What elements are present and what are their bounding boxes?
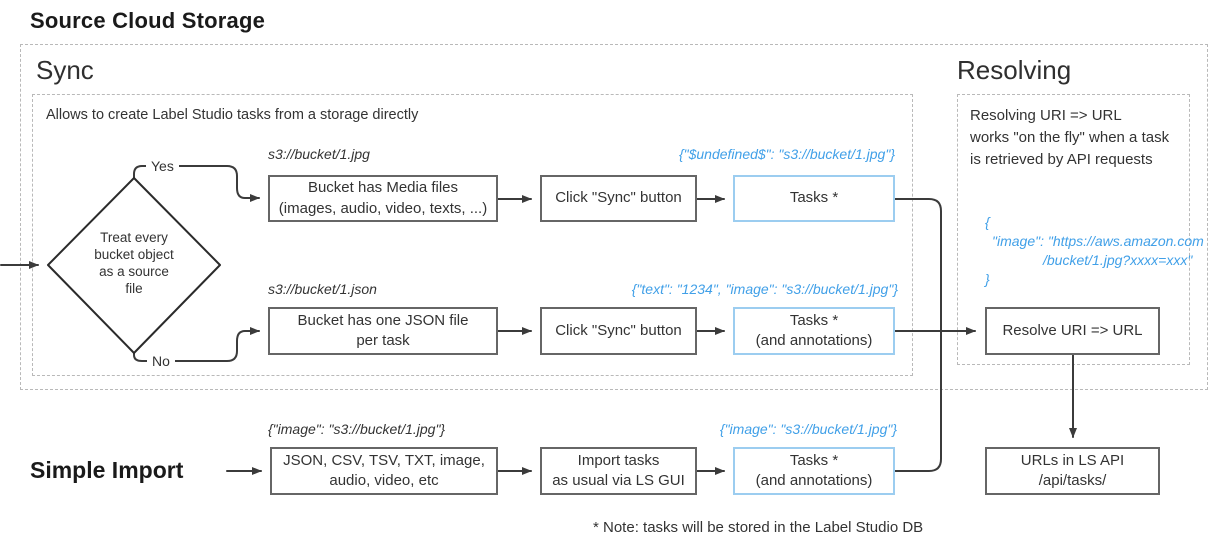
import-formats-line2: audio, video, etc — [329, 472, 439, 489]
import-tasks-line1: Import tasks — [577, 451, 660, 469]
resolving-description-line3: is retrieved by API requests — [970, 151, 1153, 168]
resolved-json-snippet: { "image": "https://aws.amazon.com /buck… — [985, 213, 1204, 289]
tasks-box-1-line1: Tasks * — [789, 189, 839, 207]
no-branch-label: No — [147, 352, 175, 370]
tasks-box-2-line1: Tasks * — [789, 311, 839, 329]
footnote: * Note: tasks will be stored in the Labe… — [593, 519, 924, 536]
bucket-json-line2: per task — [356, 332, 410, 349]
resolved-json-line1: { — [985, 214, 990, 230]
click-sync-label-2: Click "Sync" button — [555, 321, 682, 339]
resolve-uri-label: Resolve URI => URL — [1002, 321, 1143, 339]
urls-in-ls-api-box: URLs in LS API /api/tasks/ — [985, 447, 1160, 495]
no-branch-arrow — [133, 327, 260, 362]
yes-branch-label: Yes — [146, 157, 179, 175]
resolving-description-line1: Resolving URI => URL — [970, 107, 1122, 124]
storage-outer-container — [20, 44, 1208, 390]
resolving-description: Resolving URI => URL works "on the fly" … — [970, 105, 1169, 171]
bucket-json-line1: Bucket has one JSON file — [297, 311, 469, 329]
click-sync-button-box-1: Click "Sync" button — [540, 175, 697, 222]
tasks-box-1: Tasks * — [733, 175, 895, 222]
decision-diamond — [47, 177, 221, 354]
tasks-box-2-line2: (and annotations) — [755, 332, 873, 349]
sync-inner-container — [32, 94, 913, 376]
bucket-json-box: Bucket has one JSON file per task — [268, 307, 498, 355]
resolving-section-heading: Resolving — [957, 55, 1072, 85]
sync-description: Allows to create Label Studio tasks from… — [46, 107, 419, 123]
tasks-box-3: Tasks * (and annotations) — [733, 447, 895, 495]
sync-section-heading: Sync — [36, 55, 94, 85]
bucket-media-line2: (images, audio, video, texts, ...) — [278, 199, 488, 217]
import-formats-line1: JSON, CSV, TSV, TXT, image, — [283, 451, 485, 469]
bucket-media-box: Bucket has Media files (images, audio, v… — [268, 175, 498, 222]
click-sync-label-1: Click "Sync" button — [555, 189, 682, 207]
task-json-label-3: {"image": "s3://bucket/1.jpg"} — [719, 421, 897, 437]
import-input-json-label: {"image": "s3://bucket/1.jpg"} — [268, 421, 446, 437]
click-sync-button-box-2: Click "Sync" button — [540, 307, 697, 355]
tasks-box-3-line2: (and annotations) — [755, 472, 873, 489]
import-tasks-line2: as usual via LS GUI — [552, 472, 685, 489]
resolve-uri-box: Resolve URI => URL — [985, 307, 1160, 355]
uri-label-json: s3://bucket/1.json — [268, 281, 377, 297]
urls-box-line2: /api/tasks/ — [1038, 472, 1107, 489]
simple-import-heading: Simple Import — [30, 457, 184, 483]
page-title: Source Cloud Storage — [30, 8, 266, 33]
urls-box-line1: URLs in LS API — [1020, 451, 1125, 469]
decision-diamond-text: Treat every bucket object as a source fi… — [94, 230, 174, 296]
import-tasks-gui-box: Import tasks as usual via LS GUI — [540, 447, 697, 495]
task-json-label-2: {"text": "1234", "image": "s3://bucket/1… — [631, 281, 898, 297]
resolved-json-line3: /bucket/1.jpg?xxxx=xxx" — [1043, 252, 1193, 268]
bucket-media-line1: Bucket has Media files — [307, 179, 459, 197]
task-json-label-1: {"$undefined$": "s3://bucket/1.jpg"} — [678, 146, 895, 162]
resolved-json-line2: "image": "https://aws.amazon.com — [992, 233, 1204, 249]
yes-branch-arrow — [133, 165, 260, 202]
tasks3-connector — [894, 330, 942, 472]
uri-label-media: s3://bucket/1.jpg — [268, 146, 370, 162]
resolving-description-line2: works "on the fly" when a task — [970, 129, 1170, 146]
tasks1-connector — [894, 198, 942, 332]
tasks-box-2: Tasks * (and annotations) — [733, 307, 895, 355]
import-formats-box: JSON, CSV, TSV, TXT, image, audio, video… — [270, 447, 498, 495]
resolved-json-line4: } — [985, 271, 990, 287]
tasks-box-3-line1: Tasks * — [789, 451, 839, 469]
